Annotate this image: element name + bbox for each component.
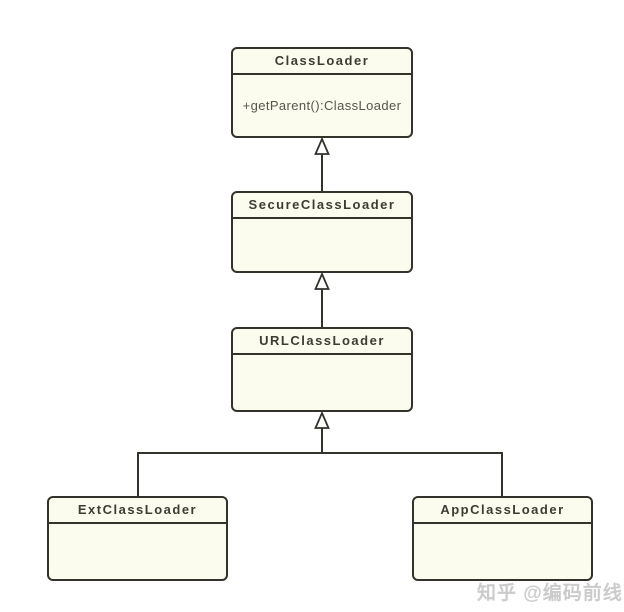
class-title-secureclassloader: SecureClassLoader: [233, 193, 411, 219]
zhihu-watermark: 知乎 @编码前线: [477, 583, 623, 604]
class-box-appclassloader: AppClassLoader: [412, 496, 593, 581]
class-member-getparent: +getParent():ClassLoader: [242, 98, 402, 113]
class-box-urlclassloader: URLClassLoader: [231, 327, 413, 412]
class-box-extclassloader: ExtClassLoader: [47, 496, 228, 581]
class-title-extclassloader: ExtClassLoader: [49, 498, 226, 524]
class-box-classloader: ClassLoader +getParent():ClassLoader: [231, 47, 413, 138]
class-body-extclassloader: [49, 524, 226, 579]
generalization-arrow-secure-to-classloader: [314, 136, 330, 191]
class-box-secureclassloader: SecureClassLoader: [231, 191, 413, 273]
class-title-urlclassloader: URLClassLoader: [233, 329, 411, 355]
class-body-appclassloader: [414, 524, 591, 579]
generalization-arrow-children-to-url: [137, 410, 503, 496]
class-body-secureclassloader: [233, 219, 411, 271]
generalization-arrow-url-to-secure: [314, 271, 330, 327]
class-body-classloader: +getParent():ClassLoader: [233, 75, 411, 136]
class-title-classloader: ClassLoader: [233, 49, 411, 75]
class-body-urlclassloader: [233, 355, 411, 410]
class-title-appclassloader: AppClassLoader: [414, 498, 591, 524]
